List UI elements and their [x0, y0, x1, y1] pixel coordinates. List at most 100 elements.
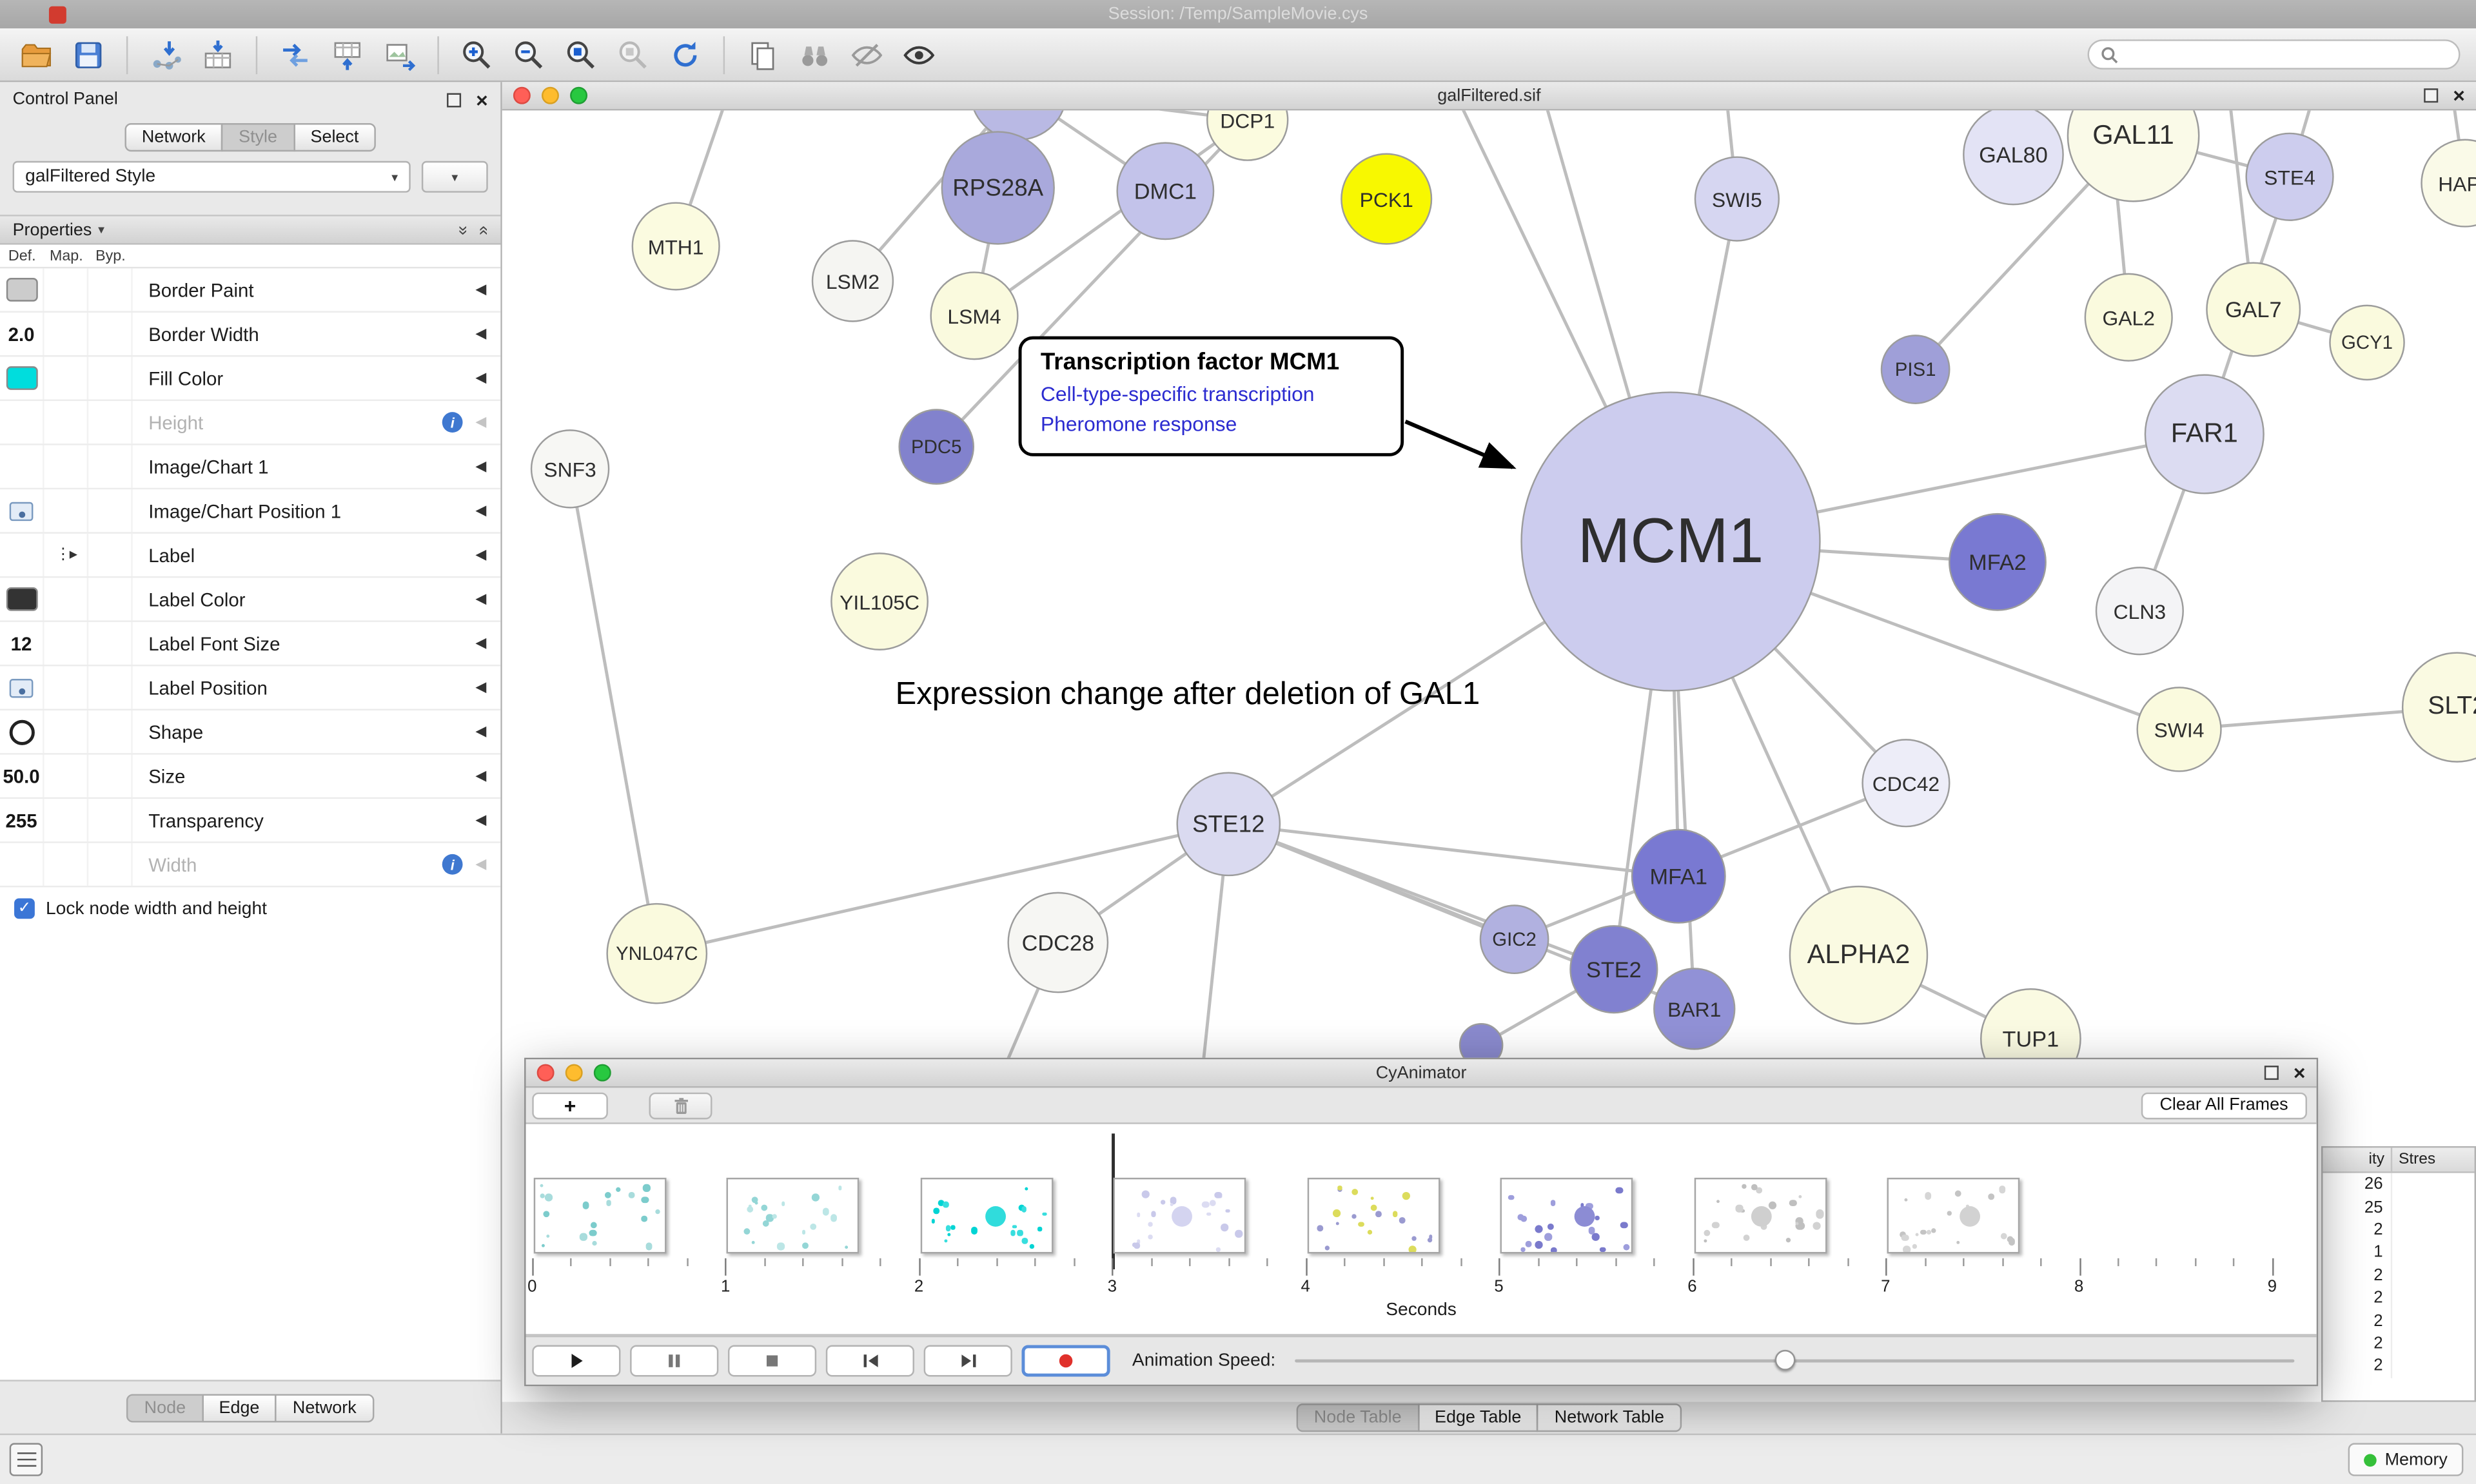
table-row[interactable]: 2: [2323, 1354, 2474, 1378]
animation-speed-slider[interactable]: [1294, 1345, 2295, 1377]
timeline-frame-2[interactable]: [920, 1177, 1054, 1254]
task-history-button[interactable]: [9, 1443, 43, 1476]
tab-node[interactable]: Node: [126, 1393, 204, 1422]
expand-row-icon[interactable]: ◀: [475, 369, 487, 386]
close-panel-icon[interactable]: ×: [476, 87, 488, 112]
table-column-header[interactable]: Stres: [2399, 1151, 2436, 1169]
expand-row-icon[interactable]: ◀: [475, 280, 487, 297]
expand-row-icon[interactable]: ◀: [475, 767, 487, 783]
export-image-button[interactable]: [379, 34, 420, 75]
color-swatch[interactable]: [5, 278, 37, 302]
network-node-gcy1[interactable]: GCY1: [2329, 304, 2405, 381]
expand-row-icon[interactable]: ◀: [475, 634, 487, 650]
skip-to-end-button[interactable]: [923, 1345, 1012, 1377]
table-row[interactable]: 2: [2323, 1309, 2474, 1333]
zoom-fit-button[interactable]: [560, 34, 602, 75]
close-view-icon[interactable]: ×: [2293, 1060, 2306, 1085]
zoom-out-button[interactable]: [509, 34, 550, 75]
network-node-pis1[interactable]: PIS1: [1880, 335, 1950, 404]
tab-edge-table[interactable]: Edge Table: [1417, 1403, 1539, 1432]
network-node-far1[interactable]: FAR1: [2144, 374, 2265, 494]
float-window-icon[interactable]: [2424, 88, 2439, 103]
network-node-mcm1[interactable]: MCM1: [1520, 391, 1821, 692]
network-node-ste4[interactable]: STE4: [2245, 132, 2334, 221]
ellipse-icon[interactable]: [8, 719, 34, 745]
network-node-cln3[interactable]: CLN3: [2095, 567, 2184, 656]
timeline-frame-0[interactable]: [533, 1177, 667, 1254]
network-node-snf3[interactable]: SNF3: [530, 429, 610, 509]
default-value[interactable]: 2.0: [8, 322, 35, 346]
table-row[interactable]: 2: [2323, 1218, 2474, 1242]
timeline-frame-4[interactable]: [1307, 1177, 1440, 1254]
default-value[interactable]: 12: [10, 632, 32, 655]
canvas-text-annotation[interactable]: Expression change after deletion of GAL1: [895, 677, 1480, 712]
network-node-mfa1[interactable]: MFA1: [1631, 828, 1726, 924]
network-window-titlebar[interactable]: galFiltered.sif ×: [502, 82, 2476, 111]
export-table-button[interactable]: [327, 34, 368, 75]
tab-select[interactable]: Select: [293, 123, 377, 152]
mapping-icon[interactable]: ⋮▸: [55, 546, 77, 564]
network-node-alpha2[interactable]: ALPHA2: [1789, 885, 1929, 1025]
lock-size-checkbox[interactable]: ✓: [14, 898, 35, 919]
property-row-border-paint[interactable]: Border Paint◀: [0, 268, 501, 313]
table-column-header[interactable]: ity: [2323, 1147, 2393, 1172]
close-view-icon[interactable]: ×: [2453, 83, 2465, 108]
network-node-ste2[interactable]: STE2: [1569, 925, 1658, 1014]
network-node-gal7[interactable]: GAL7: [2206, 262, 2301, 357]
add-frame-button[interactable]: +: [532, 1091, 608, 1119]
network-node-lsm4[interactable]: LSM4: [930, 271, 1019, 360]
network-node-mth1[interactable]: MTH1: [631, 202, 720, 291]
skip-to-start-button[interactable]: [825, 1345, 914, 1377]
property-row-image-chart-1[interactable]: Image/Chart 1◀: [0, 445, 501, 490]
annotation-box[interactable]: Transcription factor MCM1 Cell-type-spec…: [1018, 336, 1404, 456]
network-node-rps28a[interactable]: RPS28A: [941, 131, 1055, 245]
network-node-ynl047c[interactable]: YNL047C: [606, 903, 708, 1004]
network-node-ste12[interactable]: STE12: [1176, 772, 1281, 877]
network-node-gal80[interactable]: GAL80: [1963, 110, 2064, 206]
zoom-selected-button[interactable]: [613, 34, 654, 75]
expand-row-icon[interactable]: ◀: [475, 458, 487, 474]
minimize-window-button[interactable]: [565, 1064, 583, 1082]
zoom-in-button[interactable]: [457, 34, 498, 75]
record-button[interactable]: [1021, 1345, 1110, 1377]
search-input[interactable]: [2127, 44, 2448, 64]
tab-node-table[interactable]: Node Table: [1296, 1403, 1419, 1432]
close-window-button[interactable]: [536, 1064, 555, 1082]
memory-button[interactable]: Memory: [2348, 1443, 2464, 1476]
import-table-button[interactable]: [197, 34, 239, 75]
network-node-dmc1[interactable]: DMC1: [1116, 142, 1215, 240]
network-node-cdc42[interactable]: CDC42: [1862, 739, 1950, 828]
property-row-fill-color[interactable]: Fill Color◀: [0, 356, 501, 402]
color-swatch[interactable]: [5, 587, 37, 611]
network-node-swi5[interactable]: SWI5: [1694, 156, 1780, 242]
table-row[interactable]: 1: [2323, 1241, 2474, 1264]
collapse-all-icon[interactable]: »: [473, 224, 493, 235]
table-row[interactable]: 25: [2323, 1195, 2474, 1219]
timeline-frame-3[interactable]: [1114, 1177, 1247, 1254]
float-panel-icon[interactable]: [447, 92, 462, 107]
copy-button[interactable]: [742, 34, 783, 75]
table-row[interactable]: 26: [2323, 1173, 2474, 1196]
show-details-button[interactable]: [898, 34, 939, 75]
table-row[interactable]: 2: [2323, 1332, 2474, 1355]
tab-edge[interactable]: Edge: [201, 1393, 277, 1422]
position-icon[interactable]: [9, 678, 34, 698]
refresh-view-button[interactable]: [665, 34, 706, 75]
properties-header[interactable]: Properties ▾ » »: [0, 215, 501, 245]
slider-handle[interactable]: [1774, 1349, 1796, 1371]
timeline-frame-5[interactable]: [1500, 1177, 1633, 1254]
position-icon[interactable]: [9, 501, 34, 520]
minimize-window-button[interactable]: [542, 86, 559, 104]
import-network-button[interactable]: [145, 34, 186, 75]
timeline-playhead[interactable]: [1112, 1133, 1115, 1269]
network-node-mfa2[interactable]: MFA2: [1949, 513, 2047, 611]
network-node-pdc5[interactable]: PDC5: [898, 409, 975, 485]
maximize-window-button[interactable]: [570, 86, 588, 104]
table-row[interactable]: 2: [2323, 1286, 2474, 1310]
close-window-button[interactable]: [513, 86, 531, 104]
style-dropdown[interactable]: galFiltered Style ▾: [12, 161, 411, 193]
